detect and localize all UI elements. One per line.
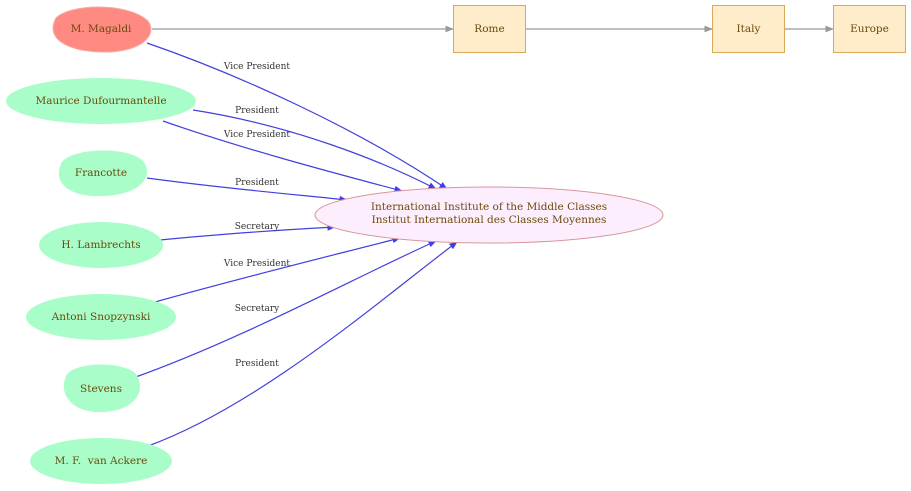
- edge-vanackere-org: [147, 241, 458, 447]
- edge-lambrechts-org: [159, 224, 336, 241]
- node-europe: Europe: [833, 5, 906, 53]
- node-rome: Rome: [453, 5, 526, 53]
- node-label-vanackere: M. F. van Ackere: [55, 455, 148, 467]
- node-label-lambrechts: H. Lambrechts: [61, 239, 140, 251]
- edge-labels: Vice President President Vice President …: [223, 62, 291, 369]
- edge-stevens-org: [132, 240, 437, 379]
- edge-label-snopzynski: Vice President: [223, 259, 291, 269]
- node-lambrechts: H. Lambrechts: [39, 222, 163, 268]
- node-francotte: Francotte: [58, 150, 148, 197]
- edge-dufourmantelle-org-vicepresident: [162, 120, 403, 193]
- membership-edges: [132, 42, 458, 447]
- node-label-org-english: International Institute of the Middle Cl…: [371, 201, 607, 213]
- node-label-europe: Europe: [850, 23, 889, 35]
- node-label-francotte: Francotte: [75, 167, 127, 179]
- edge-label-dufourmantelle-vicepresident: Vice President: [223, 130, 291, 140]
- edge-label-stevens: Secretary: [235, 304, 280, 314]
- node-stevens: Stevens: [63, 364, 141, 413]
- edge-magaldi-org: [146, 42, 448, 190]
- edge-label-magaldi: Vice President: [223, 62, 291, 72]
- node-organization: International Institute of the Middle Cl…: [314, 186, 664, 244]
- node-label-magaldi: M. Magaldi: [71, 23, 132, 35]
- edge-dufourmantelle-org-president: [192, 109, 437, 190]
- node-snopzynski: Antoni Snopzynski: [26, 294, 176, 340]
- edge-label-dufourmantelle-president: President: [235, 106, 279, 116]
- node-magaldi: M. Magaldi: [52, 6, 152, 53]
- edge-francotte-org: [146, 177, 348, 203]
- edge-snopzynski-org: [154, 236, 401, 303]
- node-label-snopzynski: Antoni Snopzynski: [51, 311, 151, 323]
- node-dufourmantelle: Maurice Dufourmantelle: [6, 78, 196, 124]
- edge-label-vanackere: President: [235, 359, 279, 369]
- edge-label-lambrechts: Secretary: [235, 222, 280, 232]
- node-label-rome: Rome: [474, 23, 504, 35]
- node-vanackere: M. F. van Ackere: [30, 438, 172, 484]
- edge-label-francotte: President: [235, 178, 279, 188]
- node-label-org-french: Institut International des Classes Moyen…: [372, 214, 607, 226]
- node-label-italy: Italy: [737, 23, 761, 35]
- node-italy: Italy: [712, 5, 785, 53]
- node-label-stevens: Stevens: [80, 383, 122, 395]
- node-label-dufourmantelle: Maurice Dufourmantelle: [35, 95, 166, 107]
